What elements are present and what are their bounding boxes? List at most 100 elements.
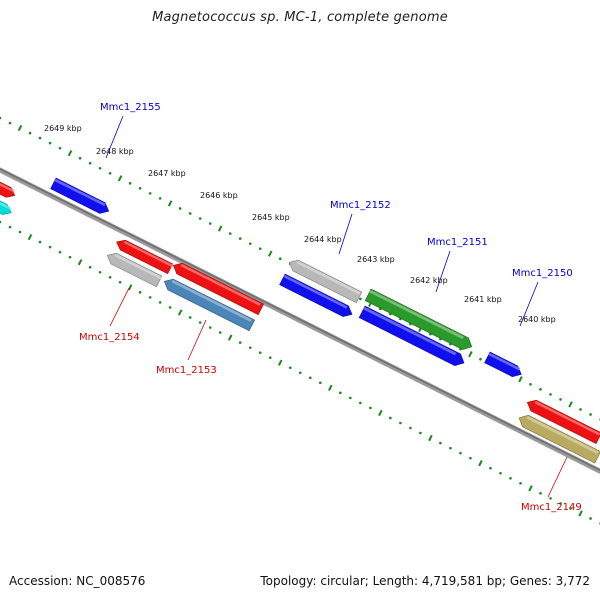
gene-highlight [54, 178, 106, 207]
kbp-label: 2643 kbp [357, 255, 395, 264]
minor-tick [228, 232, 232, 235]
kbp-label: 2644 kbp [304, 235, 342, 244]
gene-body [116, 239, 174, 275]
minor-tick [188, 212, 192, 215]
gene-features [0, 177, 600, 464]
kbp-label: 2645 kbp [252, 213, 290, 222]
gene-body [518, 414, 600, 464]
minor-tick [589, 517, 592, 520]
major-tick [227, 334, 233, 341]
gene-red-5 [172, 262, 264, 316]
minor-tick [479, 357, 482, 361]
minor-tick [18, 230, 22, 234]
minor-tick [178, 207, 182, 210]
minor-tick [8, 225, 12, 229]
minor-tick [308, 376, 312, 380]
minor-tick [288, 366, 292, 370]
minor-tick [539, 492, 542, 495]
minor-tick [0, 220, 2, 224]
minor-tick [469, 456, 472, 460]
gene-highlight [123, 240, 174, 268]
minor-tick [138, 187, 142, 190]
minor-tick [339, 391, 342, 395]
minor-tick [248, 242, 252, 245]
gene-highlight [526, 415, 599, 455]
minor-tick [298, 371, 302, 375]
minor-tick [579, 408, 582, 411]
minor-tick [369, 406, 372, 410]
gene-body [484, 351, 522, 377]
minor-tick [158, 197, 162, 200]
minor-tick [529, 383, 532, 386]
minor-tick [8, 121, 12, 125]
accession-text: Accession: NC_008576 [9, 574, 146, 588]
major-tick [77, 259, 83, 266]
gene-body [526, 399, 600, 445]
gene-body [364, 288, 473, 350]
gene-cyan-2 [0, 200, 12, 215]
gene-mmc1-2149 [518, 414, 600, 464]
minor-tick [589, 413, 592, 416]
major-tick [528, 485, 533, 492]
gene-blue-8 [279, 273, 353, 317]
inner-tick-ring [0, 220, 600, 525]
minor-tick [68, 255, 72, 259]
major-tick [518, 376, 523, 383]
minor-tick [38, 136, 42, 140]
gene-body [288, 259, 363, 304]
major-tick [578, 510, 583, 517]
kbp-label: 2640 kbp [518, 315, 556, 324]
kbp-label: 2642 kbp [410, 276, 448, 285]
major-tick [67, 150, 73, 157]
minor-tick [278, 257, 282, 260]
gene-labels: Mmc1_2155Mmc1_2152Mmc1_2151Mmc1_2150Mmc1… [79, 102, 582, 513]
minor-tick [559, 502, 562, 505]
gene-mmc1-2154 [106, 252, 163, 288]
minor-tick [58, 250, 62, 254]
minor-tick [138, 291, 142, 294]
gene-highlight [171, 279, 252, 322]
minor-tick [349, 396, 352, 400]
minor-tick [359, 297, 362, 301]
gene-mmc1-2152 [288, 259, 363, 304]
minor-tick [28, 131, 32, 135]
gene-label-mmc1-2155: Mmc1_2155 [100, 102, 161, 113]
kbp-label: 2647 kbp [148, 169, 186, 178]
minor-tick [439, 441, 442, 445]
gene-highlight [296, 260, 361, 295]
minor-tick [218, 331, 222, 334]
gene-label-mmc1-2154: Mmc1_2154 [79, 332, 140, 343]
gene-highlight [534, 400, 600, 436]
minor-tick [419, 431, 422, 435]
minor-tick [399, 421, 402, 425]
minor-tick [208, 222, 212, 225]
leader-line [547, 456, 568, 498]
minor-tick [499, 471, 502, 475]
major-tick [278, 359, 283, 366]
minor-tick [78, 156, 82, 160]
minor-tick [0, 116, 2, 120]
minor-tick [238, 341, 242, 344]
minor-tick [208, 326, 212, 329]
minor-tick [238, 237, 242, 240]
major-tick [127, 284, 133, 291]
minor-tick [248, 346, 252, 349]
minor-tick [539, 388, 542, 391]
gene-highlight [369, 289, 464, 340]
gene-highlight [363, 306, 457, 356]
outer-tick-ring [0, 116, 600, 421]
minor-tick [409, 426, 412, 430]
major-tick [478, 460, 483, 467]
minor-tick [188, 316, 192, 319]
leader-line [105, 115, 124, 159]
minor-tick [128, 182, 132, 185]
gene-highlight [0, 201, 12, 210]
minor-tick [389, 416, 392, 420]
minor-tick [48, 141, 52, 145]
major-tick [428, 434, 433, 442]
kbp-label: 2648 kbp [96, 147, 134, 156]
gene-mmc1-2150 [484, 351, 522, 377]
gene-mmc1-2151 [364, 288, 473, 350]
minor-tick [489, 466, 492, 470]
minor-tick [549, 393, 552, 396]
